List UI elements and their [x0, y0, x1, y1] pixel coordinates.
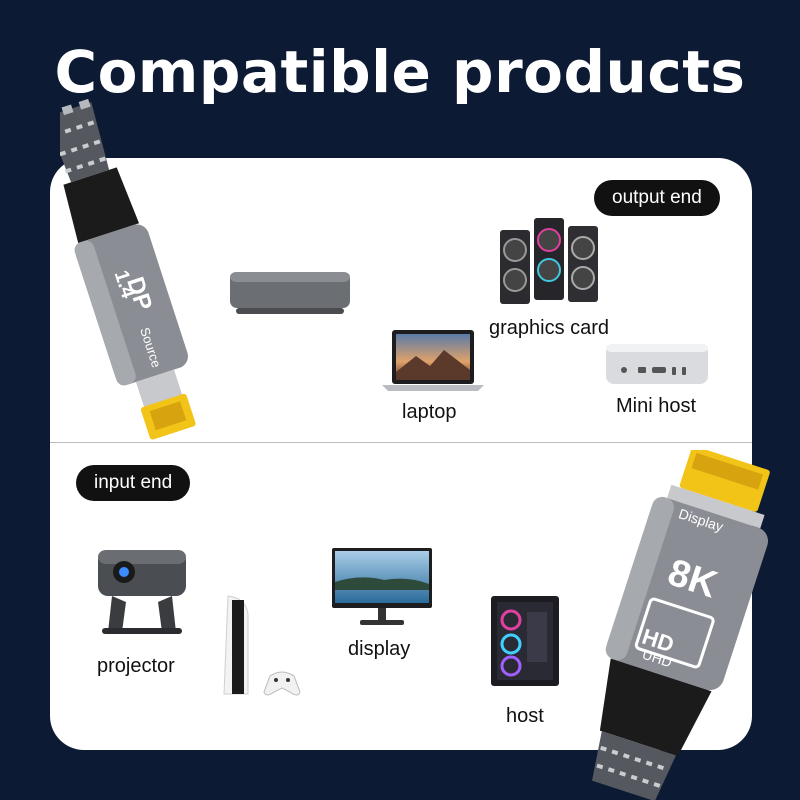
laptop-label: laptop: [402, 401, 457, 423]
output-end-badge: output end: [594, 180, 720, 216]
graphics-card-label: graphics card: [489, 317, 610, 339]
laptop-icon: [380, 328, 486, 394]
input-end-badge: input end: [76, 465, 191, 501]
projector-label: projector: [97, 655, 175, 677]
projector-icon: [92, 546, 192, 638]
display-label: display: [348, 638, 411, 660]
mini-pc-icon: [228, 268, 354, 318]
mini-host-label: Mini host: [616, 395, 697, 417]
monitor-icon: [330, 546, 434, 630]
mini-host-icon: [604, 342, 710, 388]
hdmi-plug: Display 8K HD UHD: [560, 450, 800, 800]
compatibility-card: output end graphics card: [50, 158, 752, 750]
game-console-icon: [218, 594, 308, 700]
page-title: Compatible products: [54, 38, 746, 106]
mini-dp-plug: DP 1.4 Source: [60, 95, 220, 440]
pc-tower-icon: [489, 594, 561, 688]
section-divider: [50, 442, 752, 443]
host-label: host: [506, 705, 544, 727]
graphics-card-icon: [496, 216, 602, 306]
